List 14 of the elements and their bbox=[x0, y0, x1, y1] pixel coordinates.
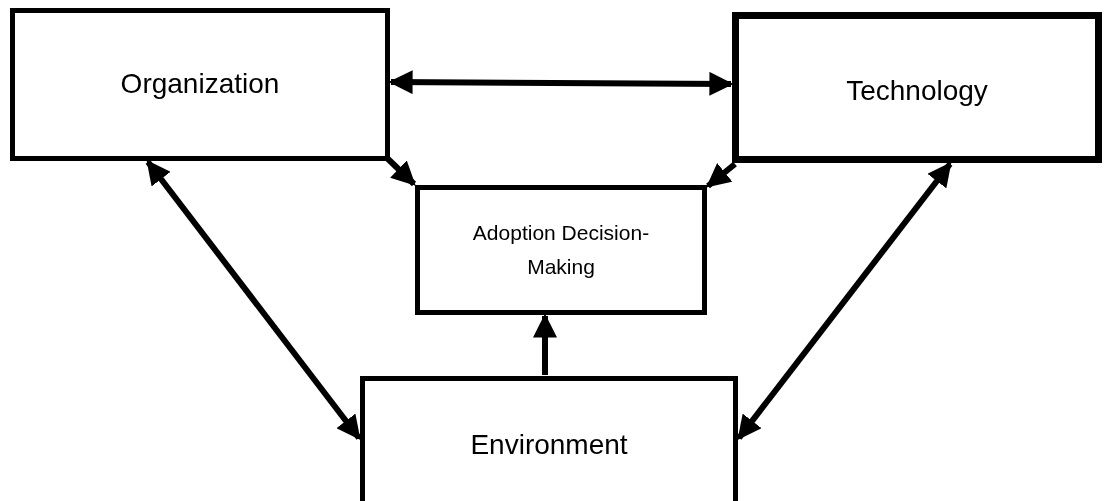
arrow bbox=[533, 313, 557, 375]
node-label: Technology bbox=[846, 73, 988, 108]
process-box bbox=[732, 12, 1102, 163]
node-label: Environment bbox=[470, 428, 628, 462]
arrow bbox=[385, 156, 417, 187]
arrow bbox=[388, 70, 734, 96]
process-box bbox=[10, 8, 390, 161]
process-box bbox=[360, 376, 738, 501]
arrow bbox=[736, 162, 953, 440]
node-label: Organization bbox=[120, 67, 280, 102]
node-label: Adoption Decision-Making bbox=[471, 220, 651, 280]
process-box bbox=[415, 185, 707, 315]
arrow bbox=[145, 160, 362, 440]
arrow bbox=[706, 161, 737, 189]
